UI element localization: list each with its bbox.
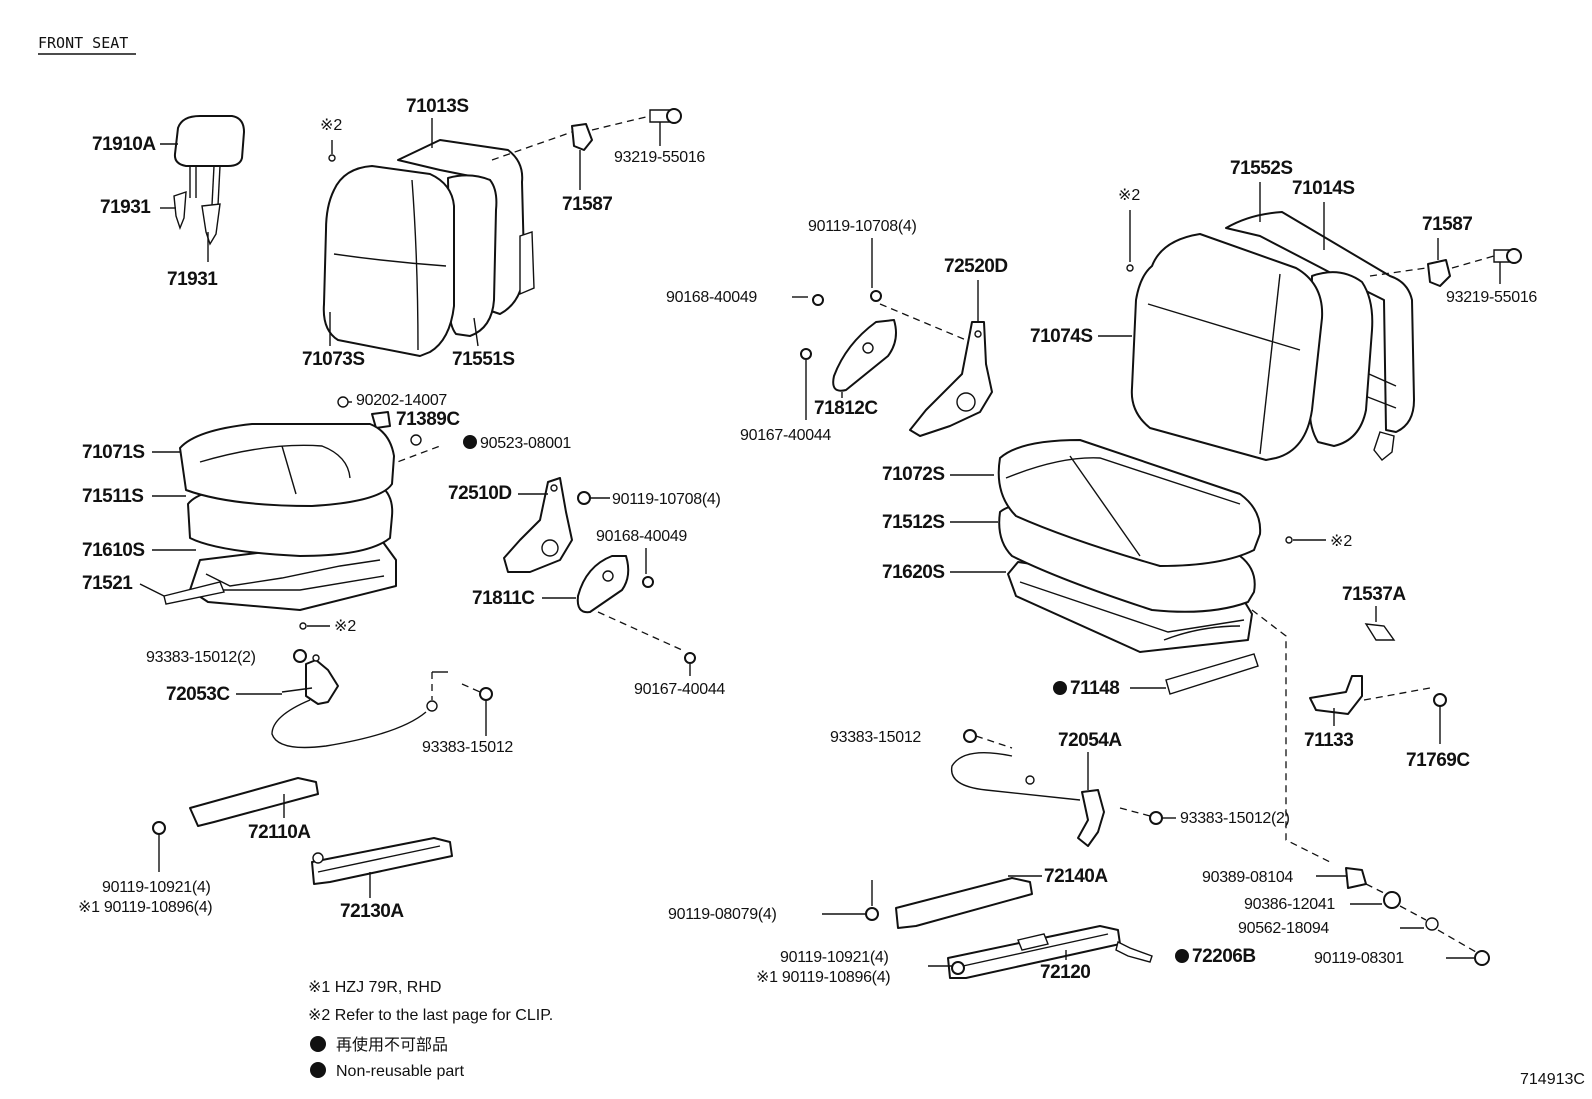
label-90389-08104: 90389-08104 — [1202, 869, 1293, 886]
non-reusable-dot-72206B — [1175, 949, 1189, 963]
recliner-right-drawing — [909, 321, 993, 437]
label-72110A: 72110A — [248, 822, 311, 843]
non-reusable-dot-90523 — [463, 435, 477, 449]
note-2: ※2 Refer to the last page for CLIP. — [308, 1007, 553, 1024]
label-90168-40049-b: 90168-40049 — [596, 528, 687, 545]
right-cushion-drawing — [997, 439, 1262, 695]
cable-right-drawing — [950, 751, 1105, 847]
left-seatback-drawing — [322, 139, 535, 357]
label-72120: 72120 — [1040, 962, 1090, 983]
label-90523-08001: 90523-08001 — [480, 435, 571, 452]
clip-note-a: ※2 — [320, 117, 342, 134]
label-71812C: 71812C — [814, 398, 878, 419]
note-4: Non-reusable part — [336, 1063, 465, 1080]
label-90119-10896-b: ※1 90119-10896(4) — [756, 969, 890, 986]
diagram-code: 714913C — [1520, 1071, 1585, 1088]
label-71521: 71521 — [82, 573, 133, 594]
label-71537A: 71537A — [1342, 584, 1406, 605]
label-90119-10896-a: ※1 90119-10896(4) — [78, 899, 212, 916]
label-71074S: 71074S — [1030, 326, 1093, 347]
label-90119-08079: 90119-08079(4) — [668, 906, 776, 923]
label-93383-15012-2-b: 93383-15012(2) — [1180, 810, 1290, 827]
left-cushion-drawing — [163, 423, 397, 611]
label-72520D: 72520D — [944, 256, 1008, 277]
label-71512S: 71512S — [882, 512, 945, 533]
non-reusable-dot-71148 — [1053, 681, 1067, 695]
label-90386-12041: 90386-12041 — [1244, 896, 1335, 913]
label-71931-a: 71931 — [100, 197, 151, 218]
label-72510D: 72510D — [448, 483, 512, 504]
label-71133: 71133 — [1304, 730, 1353, 751]
label-90119-10708-b: 90119-10708(4) — [612, 491, 720, 508]
label-93219-55016-left: 93219-55016 — [614, 149, 705, 166]
clip-note-c: ※2 — [1118, 187, 1140, 204]
label-93383-15012-a: 93383-15012 — [422, 739, 513, 756]
label-71620S: 71620S — [882, 562, 945, 583]
label-90168-40049-a: 90168-40049 — [666, 289, 757, 306]
label-71552S: 71552S — [1230, 158, 1293, 179]
label-90202-14007: 90202-14007 — [356, 392, 447, 409]
label-71610S: 71610S — [82, 540, 145, 561]
label-90119-10921-b: 90119-10921(4) — [780, 949, 888, 966]
rails-left-drawing — [189, 777, 453, 885]
label-90562-18094: 90562-18094 — [1238, 920, 1329, 937]
legend-dot-en — [310, 1062, 326, 1078]
label-71587-left: 71587 — [562, 194, 612, 215]
label-72130A: 72130A — [340, 901, 404, 922]
note-1: ※1 HZJ 79R, RHD — [308, 979, 441, 996]
page-title: FRONT SEAT — [38, 34, 128, 52]
label-90119-08301: 90119-08301 — [1314, 950, 1404, 967]
label-90167-40044-b: 90167-40044 — [634, 681, 725, 698]
legend: ※1 HZJ 79R, RHD ※2 Refer to the last pag… — [308, 979, 553, 1080]
clip-note-b: ※2 — [334, 618, 356, 635]
label-93219-55016-right: 93219-55016 — [1446, 289, 1537, 306]
rails-right-drawing — [895, 877, 1121, 979]
recliner-left-drawing — [503, 477, 573, 573]
label-71073S: 71073S — [302, 349, 365, 370]
headrest-drawing — [173, 115, 245, 246]
label-71910A: 71910A — [92, 134, 156, 155]
label-71511S: 71511S — [82, 486, 143, 507]
right-seatback-drawing — [1130, 211, 1415, 461]
clip-note-d: ※2 — [1330, 533, 1352, 550]
label-71587-right: 71587 — [1422, 214, 1472, 235]
legend-dot-jp — [310, 1036, 326, 1052]
label-71071S: 71071S — [82, 442, 145, 463]
label-72054A: 72054A — [1058, 730, 1122, 751]
label-93383-15012-2-a: 93383-15012(2) — [146, 649, 256, 666]
label-72140A: 72140A — [1044, 866, 1108, 887]
label-71811C: 71811C — [472, 588, 535, 609]
label-90167-40044-a: 90167-40044 — [740, 427, 831, 444]
label-93383-15012-b: 93383-15012 — [830, 729, 921, 746]
label-71148: 71148 — [1070, 678, 1119, 699]
label-71931-b: 71931 — [167, 269, 218, 290]
label-71072S: 71072S — [882, 464, 945, 485]
diagram-title: FRONT SEAT — [38, 34, 136, 55]
label-71551S: 71551S — [452, 349, 515, 370]
note-3: 再使用不可部品 — [336, 1036, 448, 1054]
label-90119-10921-a: 90119-10921(4) — [102, 879, 210, 896]
label-71013S: 71013S — [406, 96, 469, 117]
label-71389C: 71389C — [396, 409, 460, 430]
label-90119-10708-a: 90119-10708(4) — [808, 218, 916, 235]
label-71014S: 71014S — [1292, 178, 1355, 199]
label-71769C: 71769C — [1406, 750, 1470, 771]
cable-left-drawing — [271, 659, 448, 749]
label-72206B: 72206B — [1192, 946, 1256, 967]
label-72053C: 72053C — [166, 684, 230, 705]
